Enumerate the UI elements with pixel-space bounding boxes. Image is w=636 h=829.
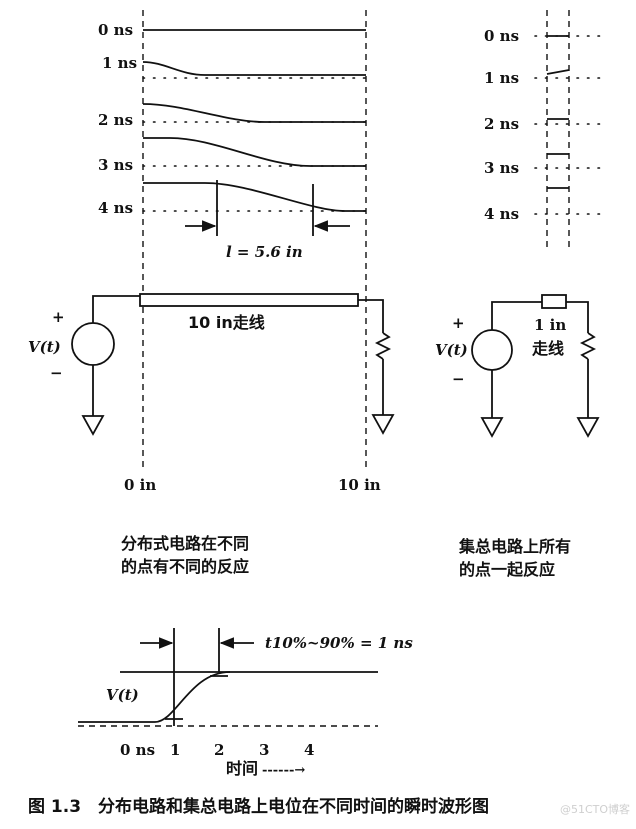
position-label-start: 0 in bbox=[124, 476, 156, 494]
step-waveform bbox=[78, 671, 231, 723]
lumped-source-minus: − bbox=[452, 370, 465, 388]
tick-0ns: 0 ns bbox=[120, 741, 155, 759]
load-resistor bbox=[374, 332, 392, 360]
transmission-line-10in bbox=[139, 293, 359, 307]
lumped-load-ground-icon bbox=[576, 417, 600, 438]
tick-1: 1 bbox=[170, 741, 180, 759]
lumped-time-label-3ns: 3 ns bbox=[484, 159, 519, 177]
distributed-waveform-panel: 0 ns 1 ns 2 ns 3 ns 4 ns l = 5.6 in bbox=[98, 10, 367, 470]
risetime-waveform-panel: t10%~90% = 1 ns V(t) 0 ns 1 2 3 4 时间 ---… bbox=[78, 628, 413, 778]
rise-time-label: t10%~90% = 1 ns bbox=[265, 634, 413, 652]
waveform-3ns bbox=[143, 137, 366, 167]
time-label-0ns: 0 ns bbox=[98, 21, 133, 39]
lumped-time-label-1ns: 1 ns bbox=[484, 69, 519, 87]
lumped-load-resistor bbox=[579, 332, 597, 360]
source-label: V(t) bbox=[28, 338, 61, 356]
source-plus: + bbox=[52, 308, 65, 326]
figure-caption: 图 1.3 分布电路和集总电路上电位在不同时间的瞬时波形图 bbox=[28, 796, 489, 817]
tick-2: 2 bbox=[214, 741, 224, 759]
lumped-caption-line-2: 的点一起反应 bbox=[459, 560, 555, 579]
load-top-wire bbox=[358, 299, 384, 333]
time-label-1ns: 1 ns bbox=[102, 54, 137, 72]
time-label-2ns: 2 ns bbox=[98, 111, 133, 129]
distributed-circuit: 10 in走线 + V(t) − 0 in 10 in 分布式电路在不同 的点有… bbox=[28, 293, 395, 576]
watermark: @51CTO博客 bbox=[560, 802, 630, 816]
lumped-time-label-2ns: 2 ns bbox=[484, 115, 519, 133]
waveform-2ns bbox=[142, 103, 366, 123]
voltage-source-icon bbox=[71, 322, 115, 366]
time-label-4ns: 4 ns bbox=[98, 199, 133, 217]
distributed-caption-line-1: 分布式电路在不同 bbox=[121, 534, 249, 553]
lumped-voltage-source-icon bbox=[471, 329, 513, 371]
time-axis-arrow: ------→ bbox=[262, 763, 305, 778]
lumped-source-top-wire bbox=[491, 301, 542, 330]
tick-4: 4 bbox=[304, 741, 314, 759]
trace-label-10in: 10 in走线 bbox=[188, 313, 265, 332]
lumped-waveform-panel: 0 ns 1 ns 2 ns 3 ns 4 ns bbox=[484, 10, 601, 250]
risetime-v-label: V(t) bbox=[106, 686, 139, 704]
distributed-caption-line-2: 的点有不同的反应 bbox=[121, 557, 249, 576]
position-label-end: 10 in bbox=[338, 476, 381, 494]
tick-3: 3 bbox=[259, 741, 269, 759]
lumped-load-top-wire bbox=[566, 301, 589, 333]
lumped-circuit: 1 in 走线 + V(t) − 集总电路上所有 的点一起反应 bbox=[435, 294, 600, 579]
waveform-4ns bbox=[143, 182, 366, 212]
source-ground-icon bbox=[81, 415, 105, 436]
lumped-source-ground-icon bbox=[480, 417, 504, 438]
source-top-wire bbox=[92, 295, 140, 323]
length-label: l = 5.6 in bbox=[226, 243, 303, 261]
lumped-time-label-4ns: 4 ns bbox=[484, 205, 519, 223]
lumped-trace-1in bbox=[541, 294, 567, 309]
lumped-trace-label-line-1: 1 in bbox=[534, 316, 566, 334]
load-ground-icon bbox=[371, 414, 395, 435]
lumped-time-label-0ns: 0 ns bbox=[484, 27, 519, 45]
time-axis-label: 时间 bbox=[226, 759, 258, 778]
lumped-source-plus: + bbox=[452, 314, 465, 332]
lumped-waveform-1ns bbox=[546, 69, 570, 75]
lumped-caption-line-1: 集总电路上所有 bbox=[458, 537, 571, 556]
lumped-source-label: V(t) bbox=[435, 341, 468, 359]
lumped-trace-label-line-2: 走线 bbox=[531, 339, 564, 358]
time-label-3ns: 3 ns bbox=[98, 156, 133, 174]
source-minus: − bbox=[50, 364, 63, 382]
waveform-1ns bbox=[142, 61, 366, 76]
